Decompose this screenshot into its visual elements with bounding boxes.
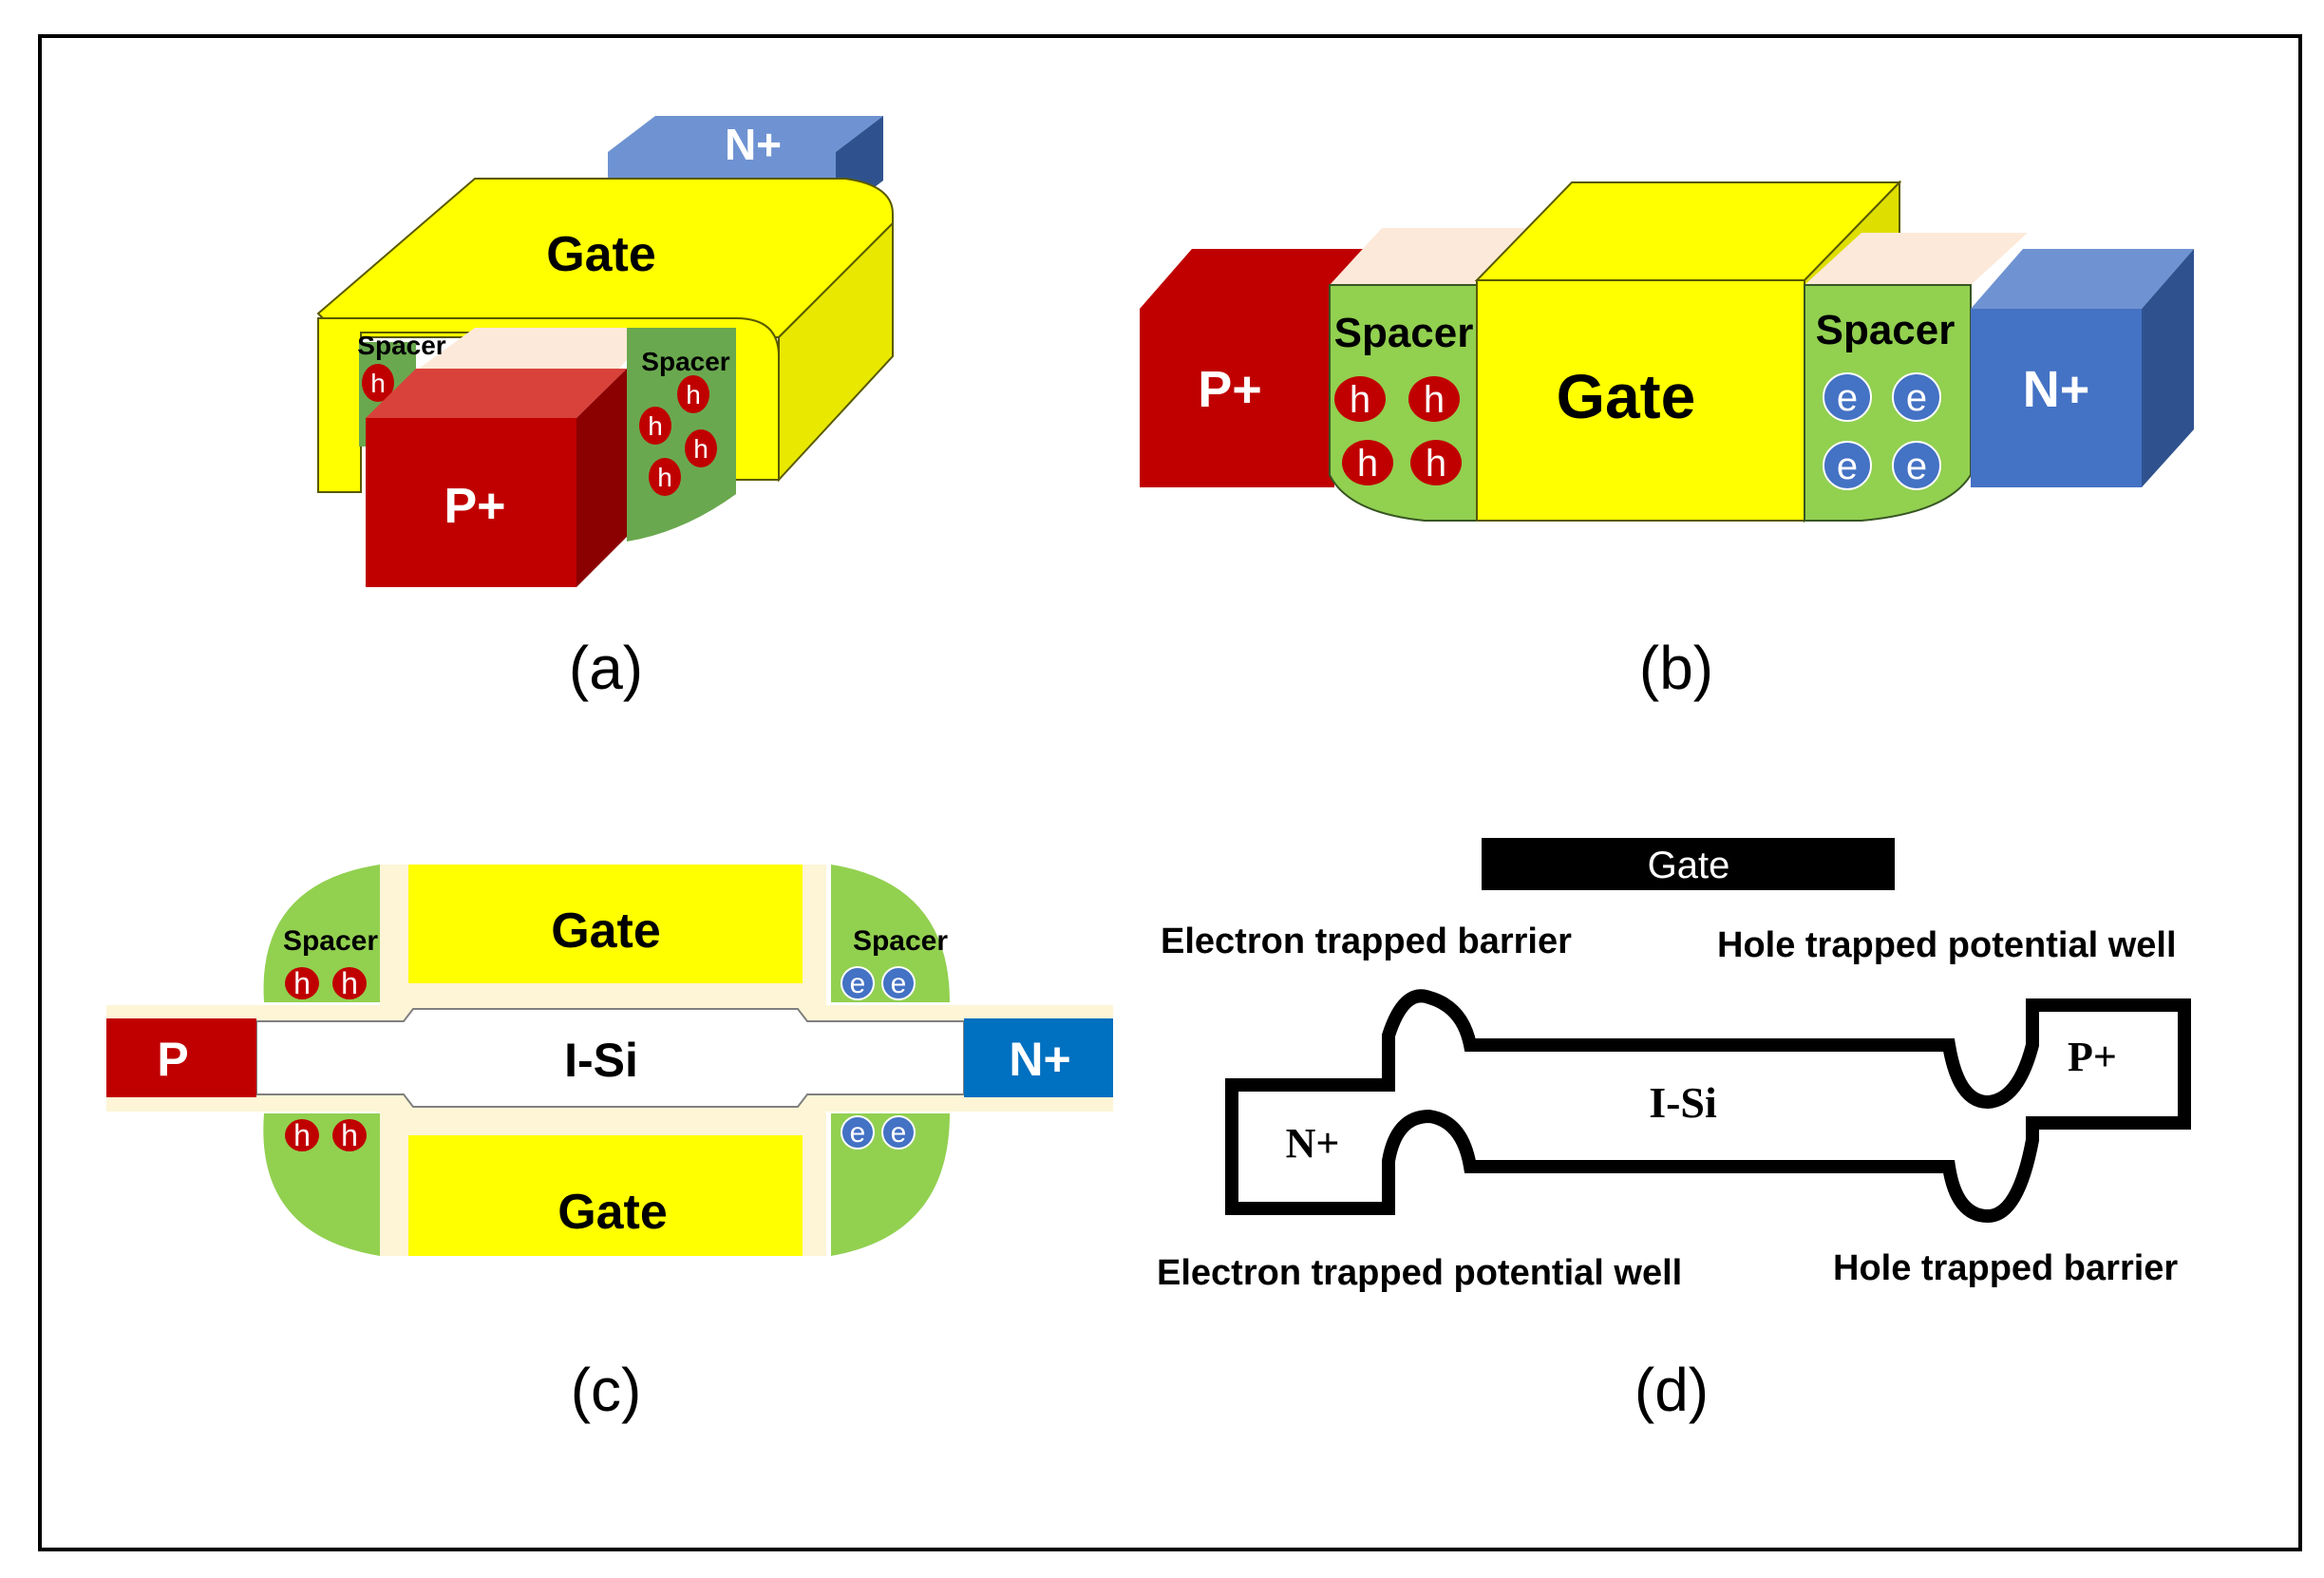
a-hole-label: h [370, 369, 386, 398]
panel-c: Gate Gate Spacer Spacer h h h h e e e e [106, 865, 1113, 1424]
a-p-plus-top [366, 369, 627, 418]
b-n-plus-front [1971, 309, 2142, 487]
svg-text:h: h [686, 380, 701, 409]
a-p-plus-side [576, 369, 627, 587]
d-gate-bar [1482, 838, 1895, 890]
svg-text:e: e [1837, 446, 1858, 487]
svg-text:h: h [293, 966, 311, 1000]
c-caption: (c) [571, 1356, 642, 1424]
panel-a: N+ Gate Spacer h Spacer h h h h [316, 116, 894, 702]
c-gate-bottom [408, 1135, 803, 1256]
a-spacer-right-label: Spacer [641, 347, 729, 376]
c-gate-bottom-label: Gate [557, 1185, 668, 1240]
b-gate-front [1476, 279, 1805, 522]
a-p-plus-label: P+ [444, 479, 505, 534]
b-n-plus-label: N+ [2023, 361, 2090, 418]
b-spacer-right-top [1804, 233, 2028, 285]
c-channel-label: I-Si [564, 1034, 638, 1087]
b-p-plus-top [1140, 249, 1387, 309]
svg-text:h: h [341, 1118, 358, 1152]
c-n-label: N+ [1009, 1033, 1070, 1086]
svg-text:e: e [1906, 446, 1927, 487]
panel-b: P+ Spacer h h h h Gate Spacer e [1140, 180, 2194, 702]
d-p-label: P+ [2068, 1034, 2117, 1080]
c-gate-top-label: Gate [551, 903, 661, 959]
b-electrons: e e e e [1823, 372, 1941, 490]
d-label-bottom-right: Hole trapped barrier [1833, 1248, 2178, 1288]
svg-text:h: h [1426, 443, 1446, 485]
a-n-plus-label: N+ [725, 120, 782, 169]
c-n-block [964, 1018, 1113, 1097]
svg-text:h: h [341, 966, 358, 1000]
svg-text:h: h [293, 1118, 311, 1152]
a-holes-right: h h h h [639, 375, 717, 496]
svg-text:h: h [693, 434, 709, 464]
b-p-plus-front [1140, 309, 1334, 487]
b-holes: h h h h [1334, 376, 1462, 485]
a-p-plus-front [366, 418, 576, 587]
a-caption: (a) [569, 634, 643, 702]
c-p-block [106, 1018, 256, 1097]
b-gate-label: Gate [1557, 361, 1696, 431]
d-label-top-left: Electron trapped barrier [1161, 922, 1572, 961]
b-spacer-right-label: Spacer [1816, 307, 1956, 353]
d-label-top-right: Hole trapped potential well [1717, 925, 2177, 965]
b-caption: (b) [1639, 634, 1713, 702]
a-n-plus-front [608, 152, 836, 181]
c-holes: h h h h [285, 966, 367, 1152]
d-gate-label: Gate [1648, 845, 1730, 886]
d-caption: (d) [1634, 1356, 1709, 1424]
b-n-plus-side [2142, 249, 2194, 487]
b-p-plus-label: P+ [1198, 361, 1262, 418]
c-electrons: e e e e [841, 966, 916, 1150]
svg-text:h: h [1357, 443, 1378, 485]
svg-text:e: e [850, 1117, 866, 1149]
panel-d: Gate Electron trapped barrier Hole trapp… [1157, 838, 2191, 1424]
svg-text:e: e [850, 968, 866, 999]
a-n-plus-top [608, 116, 883, 152]
c-spacer-right-label: Spacer [853, 925, 948, 957]
a-spacer-left-label: Spacer [357, 331, 445, 360]
svg-text:h: h [648, 411, 663, 441]
d-channel-label: I-Si [1649, 1078, 1717, 1127]
svg-text:e: e [1906, 377, 1927, 419]
d-n-label: N+ [1286, 1120, 1340, 1167]
c-spacer-left-label: Spacer [283, 925, 378, 957]
b-spacer-left-label: Spacer [1334, 310, 1474, 356]
a-channel-top [416, 328, 655, 371]
b-spacer-left-top [1330, 228, 1529, 285]
svg-text:h: h [1424, 379, 1445, 421]
b-n-plus-top [1971, 249, 2194, 309]
svg-text:h: h [1350, 379, 1370, 421]
c-p-label: P [157, 1033, 188, 1086]
c-gate-top [408, 865, 803, 983]
d-label-bottom-left: Electron trapped potential well [1157, 1253, 1682, 1293]
svg-text:e: e [1837, 377, 1858, 419]
d-band-outline [1225, 989, 2191, 1224]
svg-text:e: e [891, 968, 907, 999]
svg-text:h: h [657, 463, 672, 492]
svg-text:e: e [891, 1117, 907, 1149]
a-gate-label: Gate [546, 227, 656, 282]
